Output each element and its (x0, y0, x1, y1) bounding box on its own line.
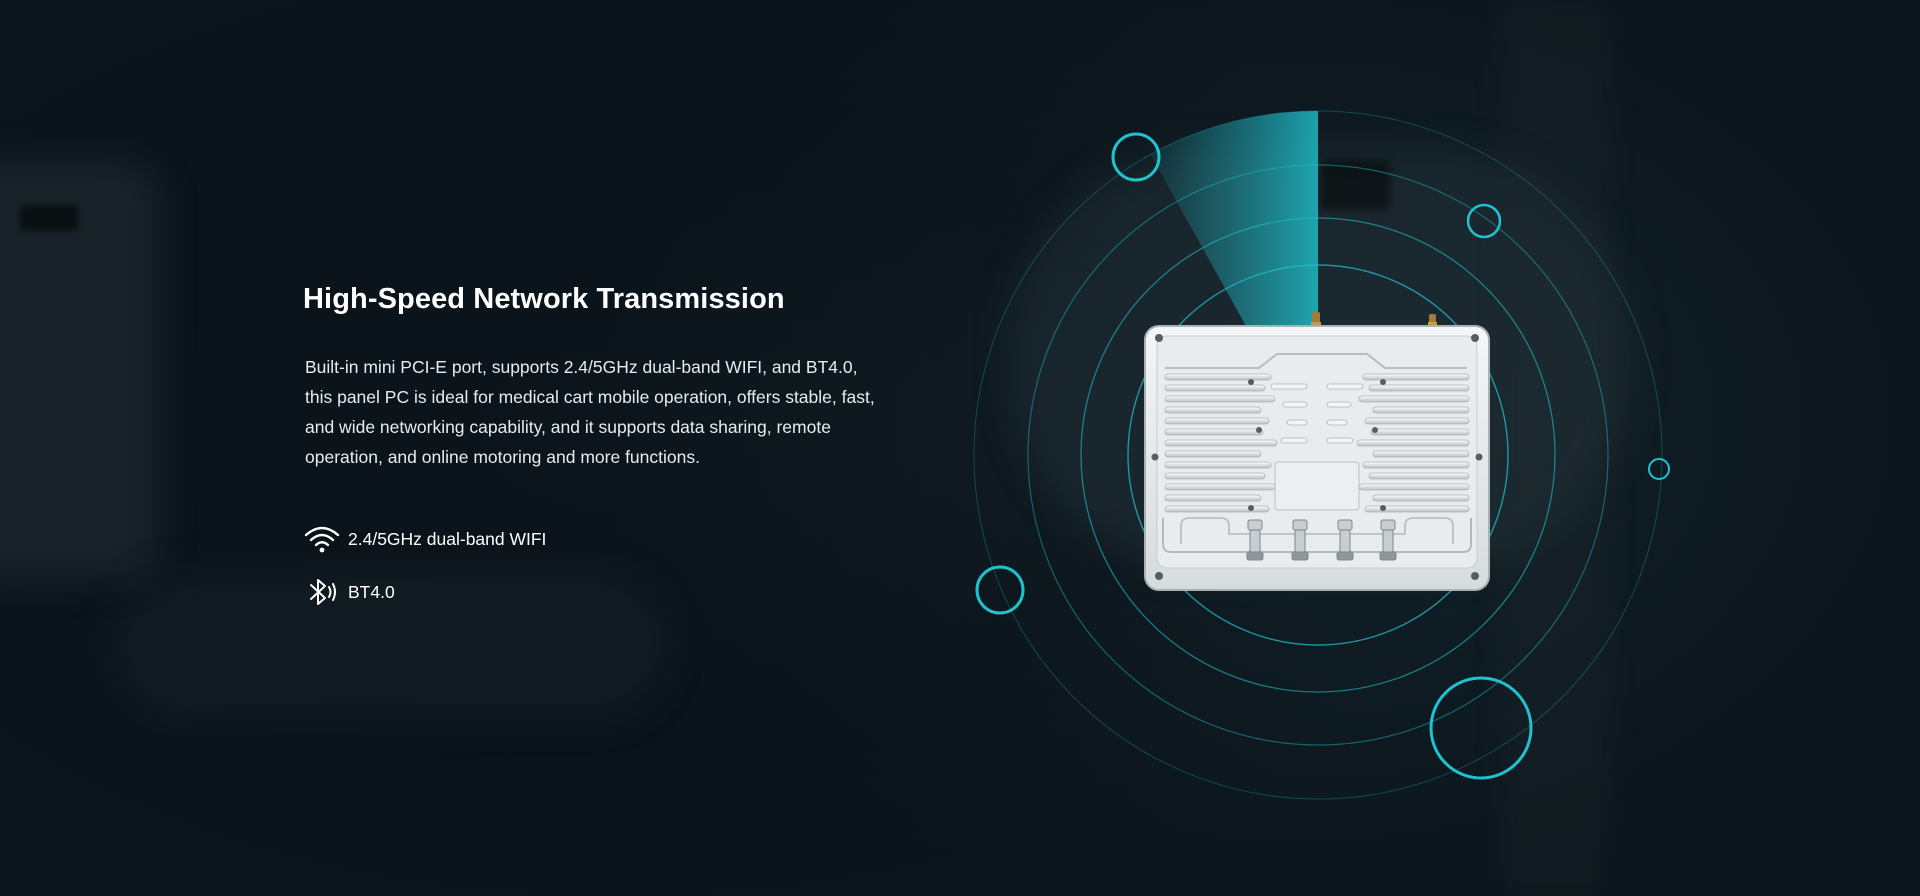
background-blur-shape (1500, 0, 1610, 896)
background-blur-shape (110, 570, 670, 720)
section-title: High-Speed Network Transmission (303, 283, 785, 315)
feature-label: BT4.0 (348, 581, 395, 602)
feature-bluetooth: BT4.0 (304, 575, 395, 609)
feature-wifi: 2.4/5GHz dual-band WIFI (304, 522, 546, 556)
wifi-icon (304, 522, 340, 556)
bluetooth-icon (304, 575, 340, 609)
background-blur-shape (1320, 160, 1390, 210)
background-blur-shape (20, 205, 78, 231)
feature-label: 2.4/5GHz dual-band WIFI (348, 528, 547, 549)
section-description: Built-in mini PCI-E port, supports 2.4/5… (305, 357, 875, 467)
panel-pc-device-image (1144, 312, 1490, 591)
